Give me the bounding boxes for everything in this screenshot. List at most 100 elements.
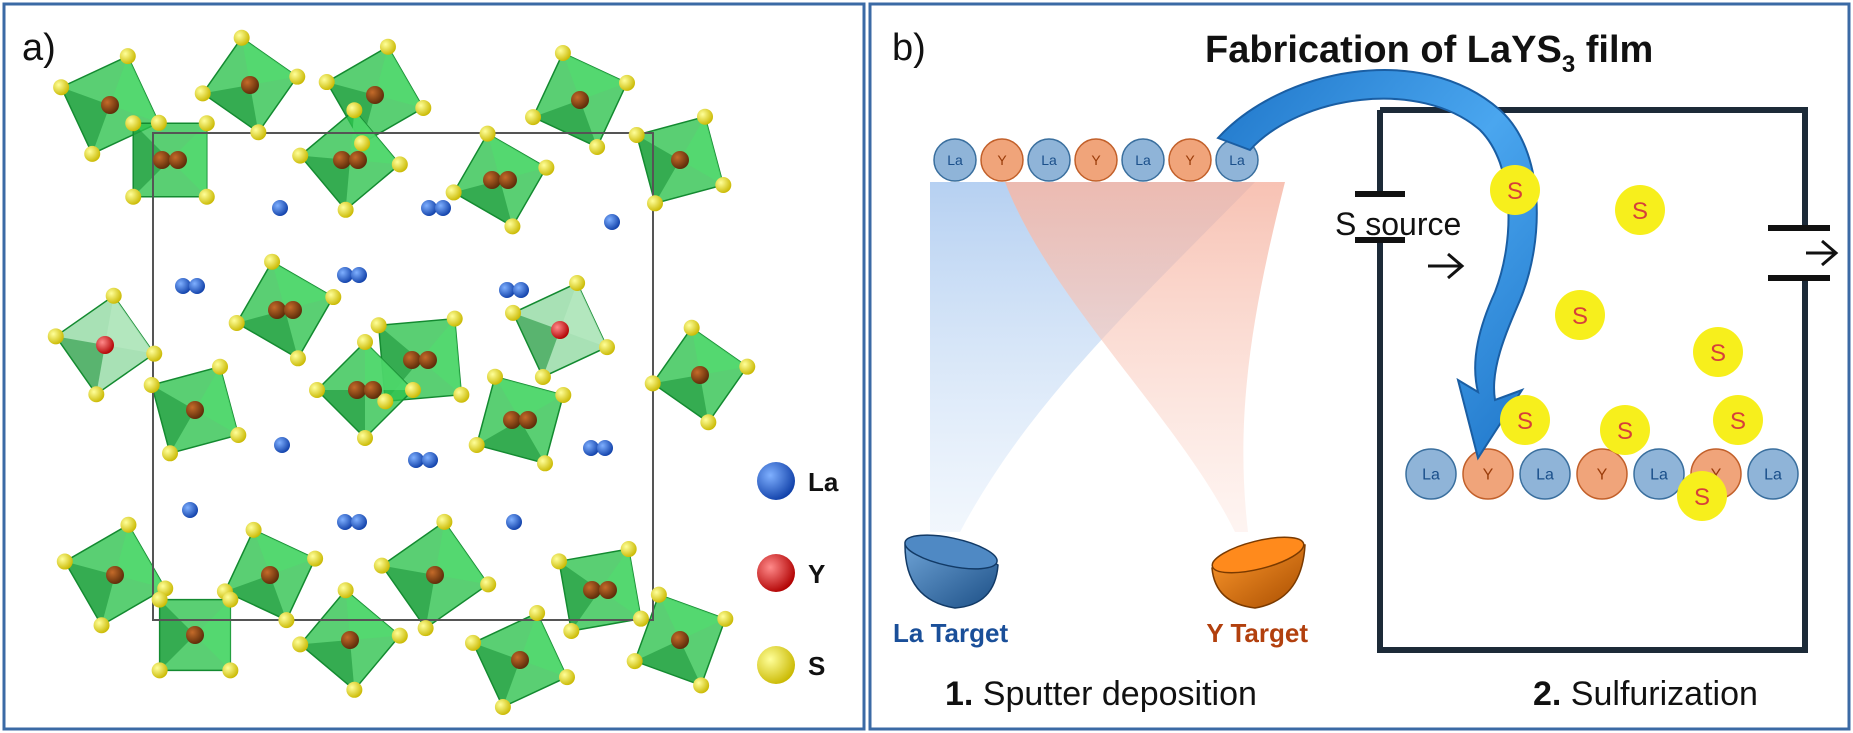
s-atom	[697, 108, 713, 125]
metal-core-atom	[499, 171, 517, 189]
la-atom	[351, 267, 367, 283]
s-atom	[93, 617, 110, 634]
metal-core-atom	[426, 566, 444, 584]
y-plume	[1005, 182, 1285, 532]
la-atom	[337, 267, 353, 283]
s-atom	[222, 662, 239, 679]
la-atom	[933, 138, 977, 182]
sulfur-atom	[1555, 290, 1605, 340]
s-atom	[504, 218, 521, 235]
s-atom	[569, 275, 586, 292]
s-atom	[558, 669, 575, 686]
metal-core-atom	[364, 381, 382, 399]
la-atom	[1633, 448, 1685, 500]
y-atom	[980, 138, 1024, 182]
y-target-label: Y Target	[1206, 618, 1308, 648]
s-atom	[620, 541, 637, 558]
s-atom	[537, 455, 553, 472]
la-atom	[189, 278, 205, 294]
s-atom	[278, 612, 295, 629]
s-atom	[628, 127, 645, 143]
s-atom	[379, 38, 396, 55]
la-target-label: La Target	[893, 618, 1008, 648]
la-atom	[274, 437, 290, 453]
s-atom	[292, 147, 309, 164]
s-atom	[337, 201, 354, 218]
metal-core-atom	[519, 411, 537, 429]
step1-number: 1.	[945, 675, 973, 713]
sulfurization-chamber	[1355, 107, 1830, 653]
s-atom	[228, 314, 245, 331]
la-atom	[604, 214, 620, 230]
la-atom	[421, 200, 437, 216]
s-source-label: S source	[1335, 206, 1461, 242]
s-atom	[289, 350, 306, 367]
s-atom	[632, 610, 649, 627]
s-atom	[446, 310, 463, 327]
s-atom	[563, 622, 580, 639]
la-atom	[182, 502, 198, 518]
s-atom	[554, 45, 571, 62]
s-atom	[551, 553, 568, 570]
metal-core-atom	[348, 381, 366, 399]
la-atom	[513, 282, 529, 298]
s-atom	[693, 677, 710, 694]
s-atom	[125, 188, 142, 205]
legend-la-label: La	[808, 467, 839, 497]
la-atom	[422, 452, 438, 468]
la-atom	[272, 200, 288, 216]
la-atom	[1027, 138, 1071, 182]
s-atom	[212, 358, 228, 375]
metal-core-atom	[599, 581, 617, 599]
s-atom	[318, 74, 335, 91]
fabrication-title: Fabrication of LaYS3 film	[1205, 29, 1653, 78]
la-atom	[1519, 448, 1571, 500]
legend: La Y S	[757, 462, 839, 684]
atom-layer	[47, 29, 756, 715]
step1-caption: 1. Sputter deposition	[945, 675, 1257, 713]
s-atom	[644, 375, 661, 392]
title-suffix: film	[1575, 29, 1653, 71]
metal-core-atom	[349, 151, 367, 169]
y-atom	[96, 336, 114, 354]
sulfur-atom-label: S	[1710, 340, 1726, 367]
s-atom	[119, 48, 136, 65]
legend-item-s: S	[757, 646, 825, 684]
metal-core-atom	[511, 651, 529, 669]
s-atom	[415, 99, 432, 116]
s-atom	[292, 636, 309, 653]
la-atom	[337, 514, 353, 530]
s-atom	[150, 114, 167, 131]
s-atom	[346, 681, 363, 698]
s-atom	[505, 304, 522, 321]
s-atom	[146, 345, 163, 362]
metal-core-atom	[153, 151, 171, 169]
s-atom	[357, 334, 373, 350]
s-atom	[618, 74, 635, 91]
y-atom-label: Y	[997, 152, 1007, 168]
sulfur-atom	[1615, 185, 1665, 235]
s-atom	[715, 177, 732, 193]
la-atom-label: La	[1135, 152, 1151, 168]
metal-core-atom	[284, 301, 302, 319]
s-atom	[377, 393, 394, 410]
s-atom	[465, 634, 482, 651]
la-atom	[1747, 448, 1799, 500]
s-atom	[198, 188, 215, 205]
legend-la-swatch	[757, 462, 795, 500]
panel-a-label: a)	[22, 27, 56, 69]
s-atom	[436, 513, 453, 530]
s-atom	[198, 115, 215, 132]
legend-s-label: S	[808, 651, 825, 681]
s-atom	[264, 253, 281, 270]
la-atom-label: La	[1650, 467, 1668, 484]
y-atom-label: Y	[1597, 467, 1608, 484]
metal-core-atom	[106, 566, 124, 584]
s-atom	[555, 387, 572, 403]
s-atom	[245, 521, 262, 538]
outlet-arrow-icon	[1806, 239, 1839, 267]
metal-core-atom	[503, 411, 521, 429]
s-atom	[125, 115, 142, 132]
sulfur-atom-label: S	[1507, 178, 1523, 205]
s-atom	[250, 124, 267, 141]
